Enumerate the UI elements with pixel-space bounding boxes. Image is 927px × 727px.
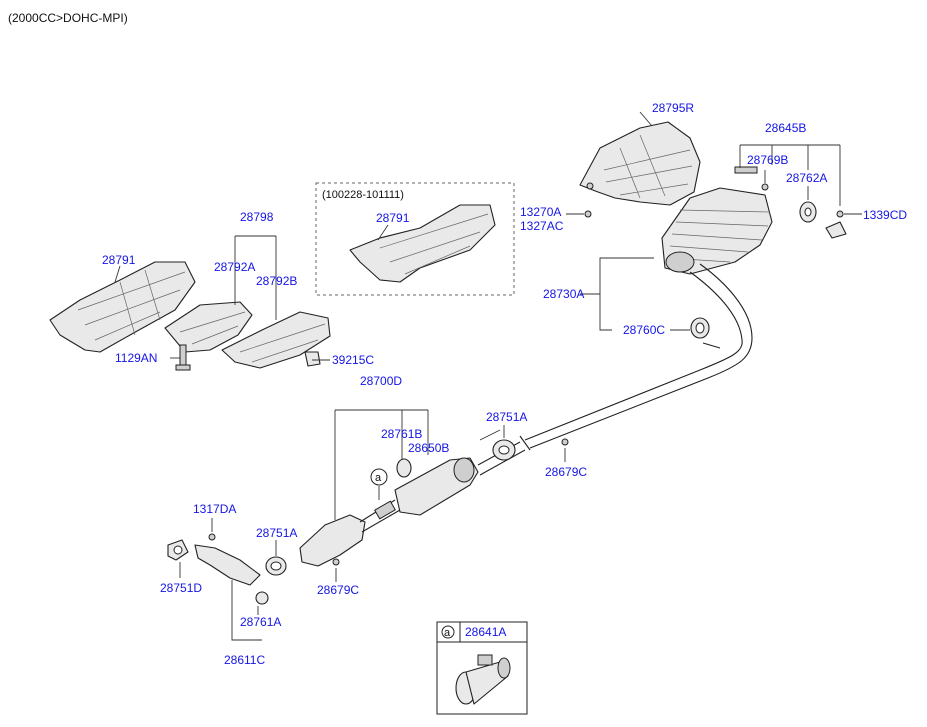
engine-spec-header: (2000CC>DOHC-MPI) (8, 11, 128, 25)
part-28650b[interactable]: 28650B (408, 441, 449, 455)
nut-1317da[interactable] (208, 533, 216, 541)
clamp-28641a[interactable] (455, 654, 511, 705)
part-28792a[interactable]: 28792A (214, 260, 255, 274)
part-28641a[interactable]: 28641A (465, 625, 506, 639)
variant-box (315, 182, 515, 296)
part-28791[interactable]: 28791 (102, 253, 136, 267)
part-28679c-low[interactable]: 28679C (317, 583, 359, 597)
part-28760c[interactable]: 28760C (623, 323, 665, 337)
callout-marker (370, 468, 388, 486)
hanger-rubber-28760c[interactable] (690, 317, 710, 339)
bolt-1129an[interactable] (175, 344, 191, 371)
front-muffler[interactable] (394, 441, 526, 516)
part-1339cd[interactable]: 1339CD (863, 208, 907, 222)
nut-28679c-right[interactable] (561, 438, 569, 446)
variant-range: (100228-101111) (322, 189, 404, 201)
part-28761a[interactable]: 28761A (240, 615, 281, 629)
heat-protector-28792b[interactable] (221, 311, 331, 369)
hanger-assembly[interactable] (584, 166, 847, 239)
callout-marker-symbol: a (375, 472, 382, 484)
part-28795r[interactable]: 28795R (652, 101, 694, 115)
heat-protector-28791[interactable] (49, 261, 196, 353)
catalytic-converter[interactable] (299, 499, 401, 567)
gasket-28751d[interactable] (167, 539, 189, 561)
part-28751d[interactable]: 28751D (160, 581, 202, 595)
part-39215c[interactable]: 39215C (332, 353, 374, 367)
part-1129an[interactable]: 1129AN (115, 351, 157, 365)
part-28751a-top[interactable]: 28751A (486, 410, 527, 424)
rear-heat-protector[interactable] (579, 121, 701, 206)
heat-protector-variant[interactable] (349, 204, 496, 283)
part-28700d[interactable]: 28700D (360, 374, 402, 388)
gasket-28751a-top[interactable] (492, 439, 516, 461)
part-1317da[interactable]: 1317DA (193, 502, 236, 516)
part-28751a-low[interactable]: 28751A (256, 526, 297, 540)
callout-box-symbol: a (444, 627, 451, 639)
part-28792b[interactable]: 28792B (256, 274, 297, 288)
part-28679c-right[interactable]: 28679C (545, 465, 587, 479)
part-28769b[interactable]: 28769B (747, 153, 788, 167)
part-28645b[interactable]: 28645B (765, 121, 806, 135)
part-28761b[interactable]: 28761B (381, 427, 422, 441)
hanger-28761b[interactable] (396, 458, 412, 478)
front-pipe[interactable] (194, 544, 269, 605)
nut-28679c-low[interactable] (332, 558, 340, 566)
part-1327ac[interactable]: 1327AC (520, 219, 564, 233)
part-13270a[interactable]: 13270A (520, 205, 561, 219)
rear-muffler[interactable] (661, 187, 773, 275)
part-28611c[interactable]: 28611C (224, 653, 265, 667)
center-pipe[interactable] (519, 263, 753, 451)
part-28791-variant[interactable]: 28791 (376, 211, 410, 225)
part-28762a[interactable]: 28762A (786, 171, 827, 185)
heat-protector-28792a[interactable] (164, 301, 253, 353)
gasket-28751a-low[interactable] (265, 556, 287, 576)
part-28730a[interactable]: 28730A (543, 287, 584, 301)
part-28798[interactable]: 28798 (240, 210, 274, 224)
